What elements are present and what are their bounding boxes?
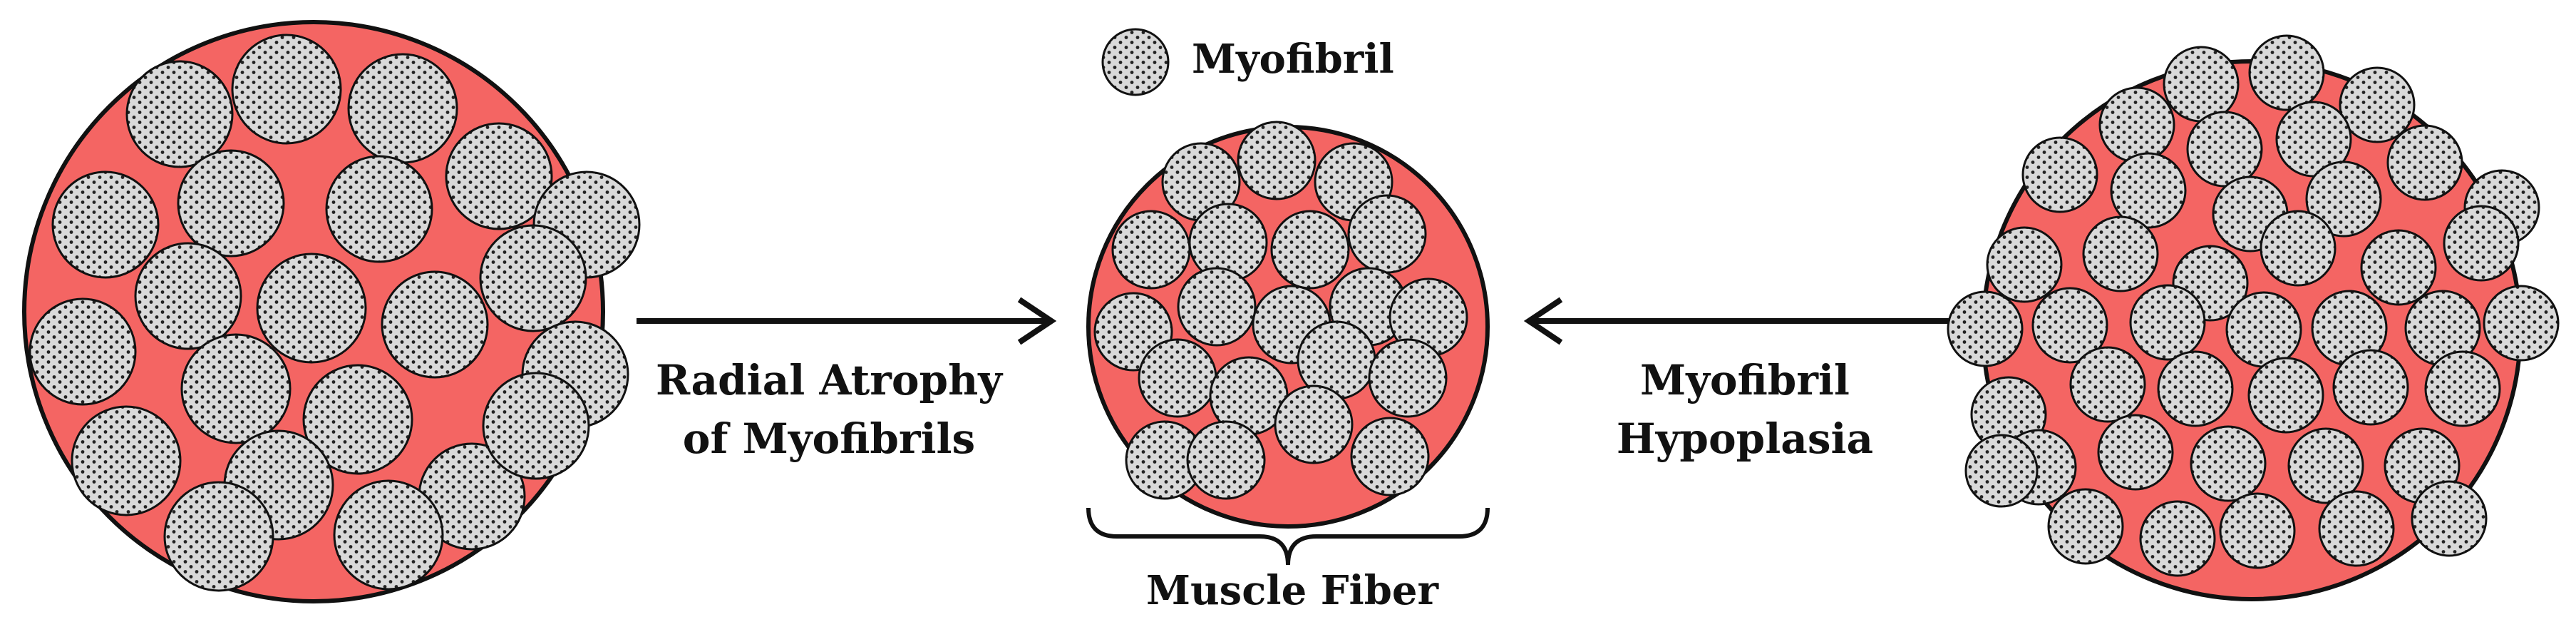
myofibril [1986,226,2063,303]
myofibril [482,372,590,480]
myofibril [2287,427,2364,504]
myofibril [2443,205,2520,282]
myofibril [1964,434,2039,508]
left-arrow-label-line2: of Myofibrils [683,414,975,463]
myofibril [1177,267,1257,347]
myofibril [347,53,458,164]
myofibril [2031,287,2108,364]
myofibril [2360,229,2437,306]
myofibril [2339,66,2416,143]
myofibril [479,224,587,332]
myofibril [333,479,444,591]
right-arrow-head [1523,297,1563,345]
myofibril [2157,350,2234,427]
right-arrow-label-line1: Myofibril [1640,356,1850,404]
myofibril [51,170,160,279]
left-arrow-label-line1: Radial Atrophy [656,356,1004,404]
myofibril [2190,425,2267,502]
myofibril [71,405,182,516]
myofibril [2021,136,2098,213]
myofibril [1186,420,1266,500]
myofibril [2305,160,2382,238]
myofibril [1350,417,1430,496]
myofibril [2260,210,2337,287]
myofibril [1138,338,1217,418]
myofibril [2386,124,2463,201]
myofibril [180,333,292,444]
muscle-fiber-brace: Muscle Fiber [1086,507,1490,614]
myofibril [2219,492,2296,569]
left-myofibril-group [29,34,641,592]
myofibril [2110,152,2187,229]
right-muscle-fiber [1947,34,2560,601]
myofibril [231,34,342,145]
right-arrow: Myofibril Hypoplasia [1523,297,1949,463]
myofibril [2424,350,2501,427]
brace-icon [1086,507,1490,566]
myofibril [134,242,242,350]
myofibril [381,270,489,379]
myofibril [302,364,413,475]
myofibril [2082,215,2159,292]
right-myofibril-group [1947,34,2560,577]
myofibril [177,149,285,258]
myofibril [2047,488,2124,565]
myofibril [1368,338,1448,418]
myofibril [1237,121,1317,200]
myofibril [2163,46,2240,123]
myofibril [125,60,234,168]
myofibril [2069,346,2146,423]
myofibril [163,481,274,592]
left-arrow-head [1017,297,1057,345]
myofibril [2225,291,2302,368]
brace-label: Muscle Fiber [1146,567,1440,614]
myofibril [445,122,553,230]
myofibril [1270,210,1350,290]
legend: Myofibril [1101,28,1394,96]
myofibril [2332,349,2409,426]
myofibril [1274,384,1354,464]
legend-label: Myofibril [1192,36,1394,83]
left-arrow: Radial Atrophy of Myofibrils [637,297,1057,463]
myofibril [2318,490,2395,567]
myofibril [1347,194,1427,274]
myofibril [2483,285,2560,362]
myofibril [2097,414,2174,491]
myofibril [1947,290,2024,367]
myofibril [2248,34,2325,111]
myofibril [2098,86,2175,163]
myofibril [256,253,367,364]
myofibril [2411,480,2488,557]
legend-myofibril-swatch [1101,28,1170,96]
myofibril [2247,357,2324,434]
center-myofibril-group [1093,121,1468,500]
right-arrow-label-line2: Hypoplasia [1617,414,1873,463]
left-muscle-fiber [22,20,641,603]
myofibril [2186,111,2263,188]
myofibril [29,297,137,406]
myofibril [325,155,433,263]
center-muscle-fiber [1086,121,1490,529]
myofibril [1111,210,1191,290]
myofibril [2129,284,2206,361]
myofibril [2139,500,2216,577]
